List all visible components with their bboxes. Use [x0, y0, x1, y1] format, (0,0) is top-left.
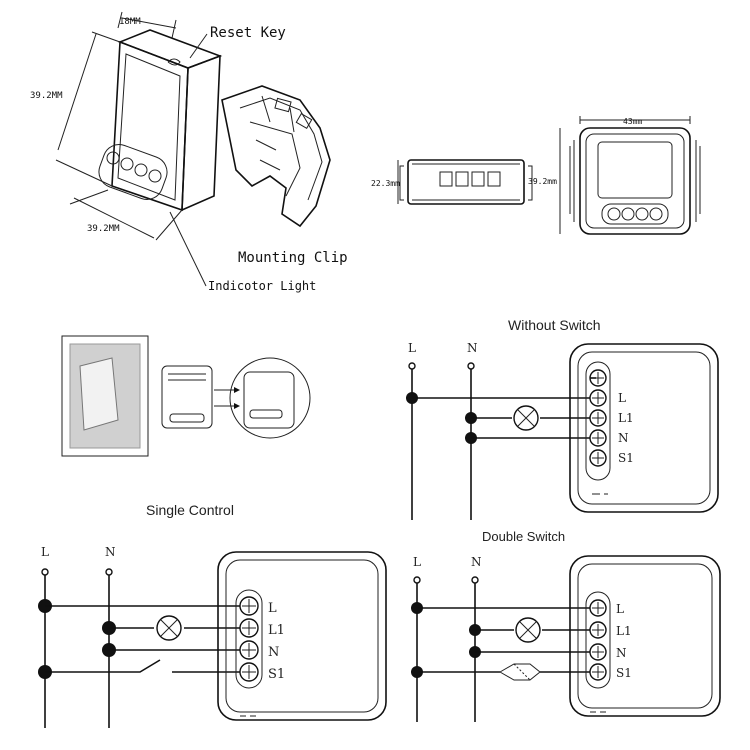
- ds-bus-lines: [416, 583, 476, 722]
- sc-module-outline: [217, 551, 387, 721]
- install-illustration: [61, 335, 311, 457]
- ws-term-S1: S1: [618, 451, 634, 465]
- module-front-face: [111, 40, 189, 212]
- sc-lamp-icon: [156, 615, 182, 641]
- dim-line-392-left: [55, 31, 121, 187]
- ds-two-way-switch: [499, 663, 541, 681]
- reset-key-icon: [167, 58, 181, 66]
- module-front-inner: [117, 53, 181, 201]
- ws-line-label: L: [408, 341, 416, 355]
- dim-line-18: [117, 11, 177, 39]
- small-module: [161, 365, 213, 429]
- sc-term-N: N: [268, 645, 279, 660]
- dim-18-label: 18MM: [119, 17, 141, 27]
- mounting-clip-label: Mounting Clip: [238, 250, 348, 266]
- sc-bus-lines: [44, 575, 110, 728]
- side-height-label: 22.3mm: [371, 179, 400, 188]
- front-view: [559, 116, 701, 235]
- ds-neutral-label: N: [471, 555, 482, 569]
- ws-neutral-label: N: [467, 341, 478, 355]
- front-height-label: 39.2mm: [528, 177, 557, 186]
- title-single-control: Single Control: [146, 502, 234, 518]
- sc-term-L: L: [268, 601, 277, 616]
- ws-bus-lines: [411, 369, 472, 520]
- ws-terminals: [589, 369, 607, 467]
- ws-term-L1: L1: [618, 411, 634, 425]
- sc-line-label: L: [41, 545, 49, 559]
- ds-line-label: L: [413, 555, 421, 569]
- ws-term-L: L: [618, 391, 626, 405]
- insert-arrows: [214, 389, 234, 407]
- ds-terminals: [589, 599, 607, 681]
- wiring-without-switch: L N L L1 N S1: [406, 341, 719, 520]
- wiring-single-control: L N L L1 N S1: [38, 545, 387, 728]
- ds-term-L1: L1: [616, 624, 632, 638]
- wall-switch-plate: [61, 335, 149, 457]
- sc-terminals: [239, 596, 259, 682]
- sc-term-S1: S1: [268, 667, 285, 682]
- ds-lamp-icon: [515, 617, 541, 643]
- module-side-face: [181, 54, 221, 212]
- front-buttons: [98, 144, 168, 200]
- ds-term-L: L: [616, 602, 624, 616]
- sc-neutral-label: N: [105, 545, 116, 559]
- title-without-switch: Without Switch: [508, 317, 601, 333]
- front-width-label: 43mm: [623, 117, 642, 126]
- ws-module-outline: [569, 343, 719, 513]
- sc-term-L1: L1: [268, 623, 285, 638]
- rocker-switch: [79, 357, 119, 431]
- product-isometric: [55, 11, 331, 287]
- side-view: [397, 159, 533, 205]
- leader-indicator: [169, 211, 207, 287]
- ds-term-S1: S1: [616, 666, 632, 680]
- leader-reset-key: [189, 33, 208, 59]
- title-double-switch: Double Switch: [482, 529, 565, 544]
- wiring-double-switch: L N L L1 N S1: [411, 555, 721, 722]
- dim-392-bottom-label: 39.2MM: [87, 224, 120, 234]
- mounting-clip: [221, 85, 331, 228]
- indicator-light-label: Indicotor Light: [208, 279, 316, 293]
- dim-line-392-bottom: [69, 189, 183, 241]
- ws-term-N: N: [618, 431, 629, 445]
- ws-lamp-icon: [513, 405, 539, 431]
- ds-term-N: N: [616, 646, 627, 660]
- reset-key-label: Reset Key: [210, 25, 286, 41]
- dim-392-left-label: 39.2MM: [30, 91, 63, 101]
- wall-box: [229, 357, 311, 439]
- ds-module-outline: [569, 555, 721, 717]
